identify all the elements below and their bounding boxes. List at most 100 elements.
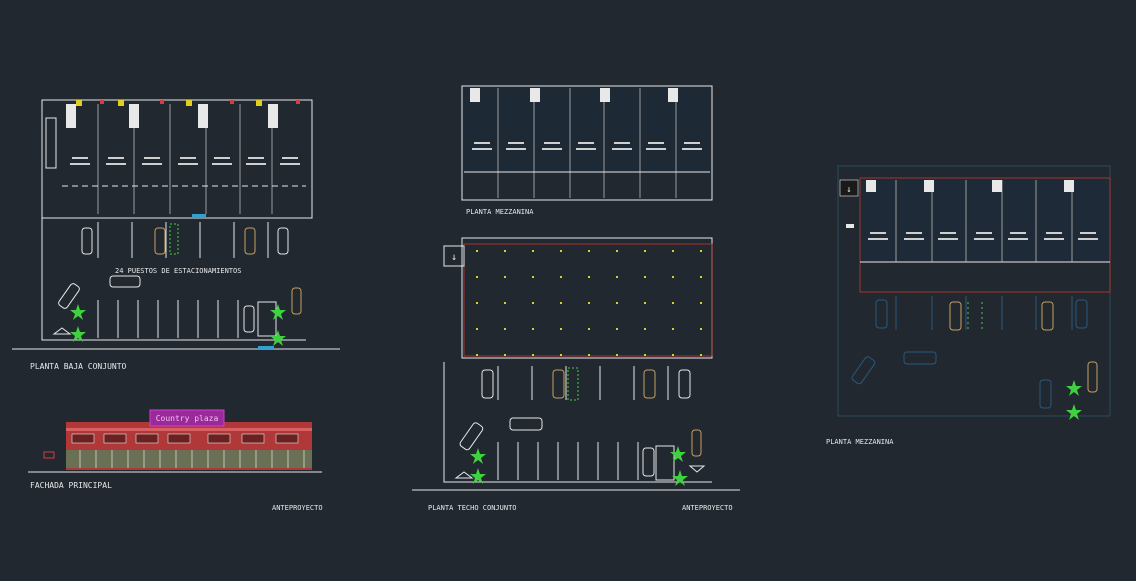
north-arrow-icon-right: ↓ [846, 185, 851, 195]
facade: Country plaza FACHADA PRINCIPAL ANTEPROY… [28, 409, 323, 512]
ground-plan-side-block [45, 117, 57, 169]
mezzanine-top-unit-labels [472, 142, 702, 150]
roof-plan-green-marker [567, 367, 579, 401]
roof-column-dot [560, 328, 562, 330]
roof-column-dot [616, 250, 618, 252]
mezzanine-right-stairs [866, 180, 1074, 192]
roof-column-dot [476, 354, 478, 356]
mezzanine-right: ↓ PLANTA MEZZANINA [826, 165, 1111, 446]
roof-plan-trees [470, 446, 688, 486]
facade-sign-text: Country plaza [156, 414, 219, 423]
roof-column-dot [644, 354, 646, 356]
roof-column-dot [700, 250, 702, 252]
mezzanine-right-unit-labels [868, 232, 1098, 240]
mezzanine-right-trees [1066, 380, 1082, 420]
roof-column-dot [700, 328, 702, 330]
roof-column-dot [504, 250, 506, 252]
facade-title: FACHADA PRINCIPAL [30, 481, 112, 490]
ground-plan-entry-marker [52, 327, 72, 335]
mezzanine-right-red-outline [859, 177, 1111, 293]
roof-plan-title: PLANTA TECHO CONJUNTO [428, 504, 517, 512]
ground-plan-cyan-tag-2 [258, 346, 274, 349]
facade-storefront [66, 450, 312, 468]
mezzanine-right-north-sign [839, 179, 859, 197]
mezzanine-top-stairs [470, 88, 678, 102]
mezzanine-top-dividers [497, 88, 677, 198]
stamp-left: ANTEPROYECTO [272, 504, 323, 512]
roof-column-dot [476, 302, 478, 304]
roof-column-dot [476, 276, 478, 278]
mezzanine-right-cars [949, 301, 1098, 393]
roof-column-dot [476, 328, 478, 330]
roof-column-dot [672, 276, 674, 278]
roof-column-dot [672, 328, 674, 330]
ground-plan-parking-stripes [97, 222, 269, 338]
roof-column-dot [560, 354, 562, 356]
roof-column-dot [532, 328, 534, 330]
roof-column-dot [644, 328, 646, 330]
roof-column-dot [560, 276, 562, 278]
mezzanine-right-dividers [895, 180, 1073, 262]
ground-plan: 24 PUESTOS DE ESTACIONAMIENTOS PLANTA BA… [12, 99, 340, 371]
mezzanine-right-side-mark [846, 224, 854, 228]
north-sign [443, 245, 465, 267]
ground-plan-unit-labels [70, 157, 300, 165]
roof-column-dot [700, 354, 702, 356]
roof-column-dot [532, 354, 534, 356]
roof-column-dot [588, 354, 590, 356]
roof-column-dot [588, 328, 590, 330]
roof-column-dot [476, 250, 478, 252]
roof-column-dot [616, 354, 618, 356]
roof-column-dot [504, 302, 506, 304]
roof-plan-outline [461, 237, 713, 359]
ground-plan-top-markers [76, 100, 300, 106]
roof-column-dot [560, 250, 562, 252]
facade-cornice [66, 428, 312, 431]
roof-plan: ↓ [412, 237, 740, 512]
roof-column-dot [644, 250, 646, 252]
roof-plan-column-grid [476, 250, 702, 356]
north-arrow-icon: ↓ [451, 252, 457, 263]
roof-column-dot [700, 276, 702, 278]
roof-column-dot [616, 276, 618, 278]
mezzanine-right-title: PLANTA MEZZANINA [826, 438, 894, 446]
facade-upper-windows [71, 433, 299, 444]
ground-plan-stairs [66, 104, 278, 128]
ground-plan-title: PLANTA BAJA CONJUNTO [30, 362, 127, 371]
ground-plan-green-marker [169, 223, 179, 255]
roof-column-dot [504, 276, 506, 278]
roof-column-dot [616, 302, 618, 304]
ground-plan-parking-label: 24 PUESTOS DE ESTACIONAMIENTOS [115, 267, 241, 275]
roof-column-dot [672, 354, 674, 356]
roof-column-dot [588, 302, 590, 304]
facade-sign [149, 409, 225, 427]
roof-plan-entry-marker [454, 471, 474, 479]
ground-plan-cars [58, 227, 302, 333]
mezzanine-right-faded-parking [851, 296, 1088, 409]
ground-plan-parking-outline [41, 218, 306, 341]
roof-column-dot [588, 276, 590, 278]
roof-column-dot [560, 302, 562, 304]
roof-plan-parking-outline [443, 362, 712, 483]
ground-plan-trees [70, 304, 286, 346]
roof-column-dot [504, 354, 506, 356]
facade-side-element [43, 451, 55, 459]
roof-plan-ramp [655, 445, 675, 481]
roof-column-dot [672, 250, 674, 252]
roof-plan-exit-marker [688, 465, 706, 473]
mezzanine-top: PLANTA MEZZANINA [461, 85, 713, 216]
roof-column-dot [644, 276, 646, 278]
stamp-center: ANTEPROYECTO [682, 504, 733, 512]
roof-column-dot [504, 328, 506, 330]
mezzanine-top-outline [461, 85, 713, 201]
roof-column-dot [700, 302, 702, 304]
roof-plan-cars [459, 369, 702, 477]
ground-plan-ramp [257, 301, 277, 337]
roof-column-dot [532, 250, 534, 252]
roof-plan-parking-stripes [497, 366, 669, 480]
ground-plan-cyan-tag [192, 214, 206, 217]
mezzanine-top-title: PLANTA MEZZANINA [466, 208, 534, 216]
facade-mullions [79, 450, 305, 468]
roof-plan-red-outline [463, 243, 713, 357]
